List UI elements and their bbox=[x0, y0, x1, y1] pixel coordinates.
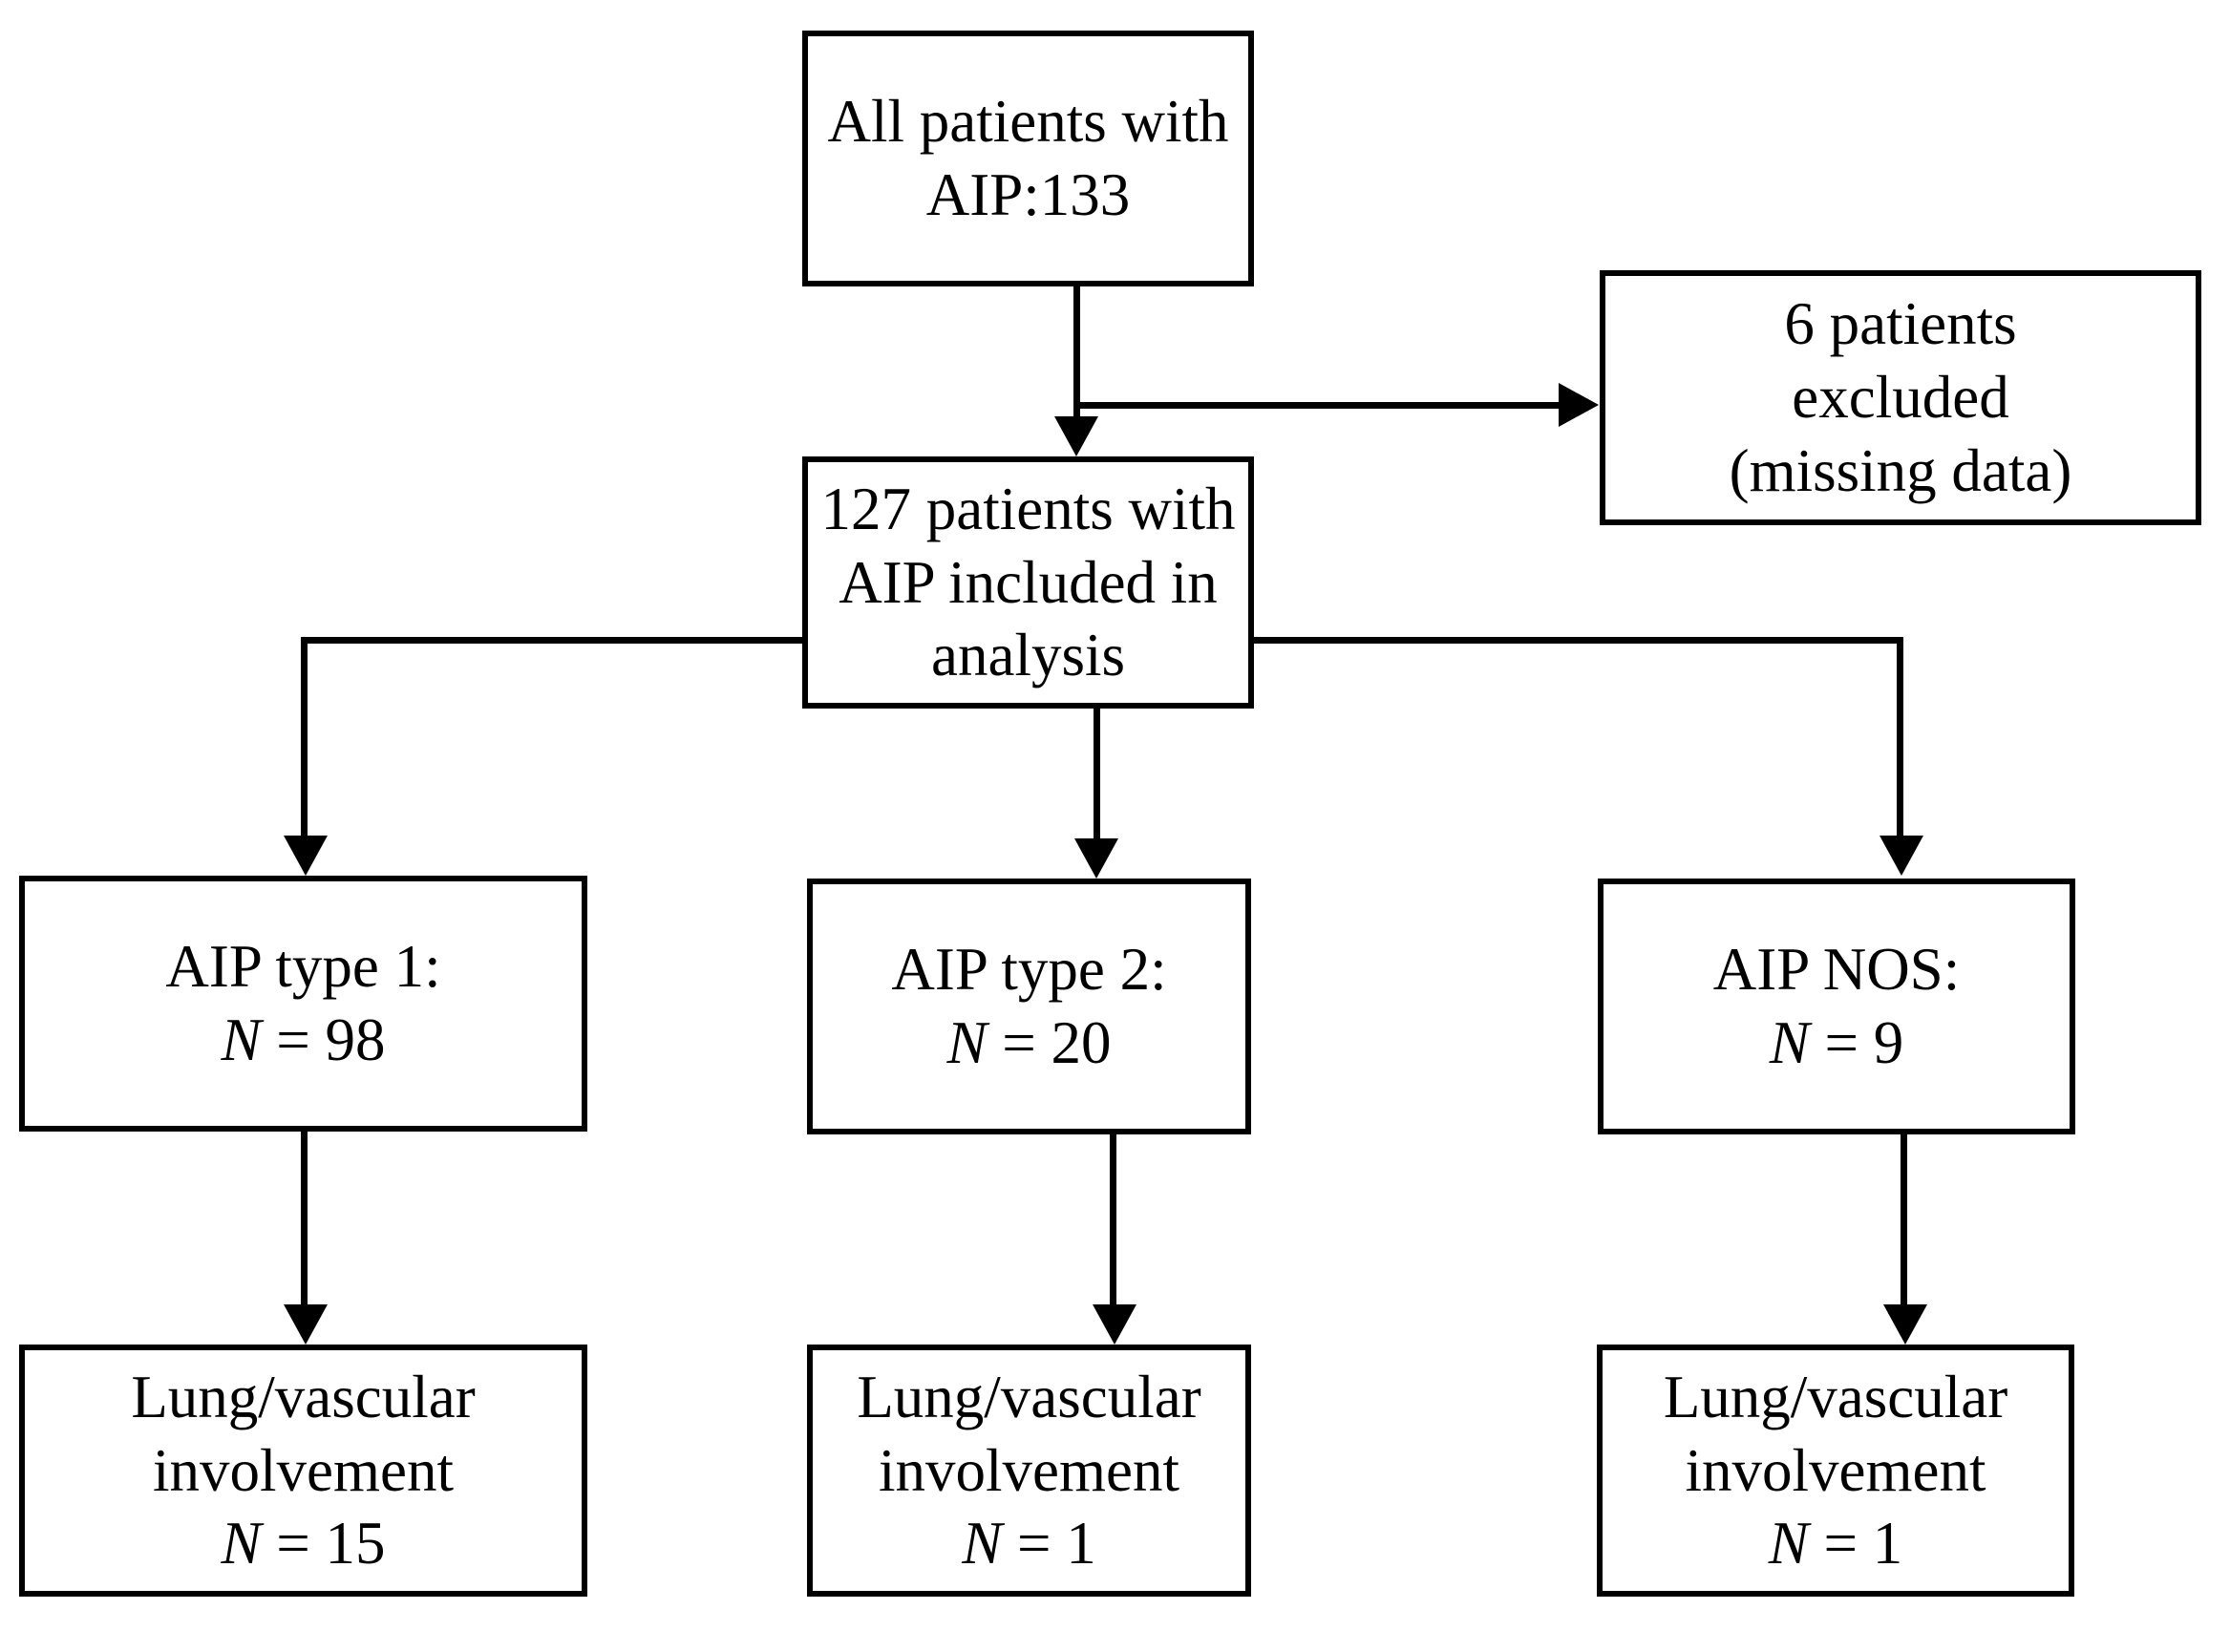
node-aip-type-1-label: AIP type 1: bbox=[165, 933, 441, 1001]
n-symbol: N bbox=[1768, 1510, 1809, 1578]
arrowhead-included-to-type2 bbox=[1074, 838, 1118, 879]
node-aip-type-2-count: N = 20 bbox=[946, 1006, 1111, 1080]
node-aip-nos[interactable]: AIP NOS: N = 9 bbox=[1598, 879, 2075, 1134]
node-lung-vascular-type-1-line-1: Lung/vascular bbox=[131, 1363, 476, 1430]
node-included[interactable]: 127 patients with AIP included in analys… bbox=[802, 456, 1254, 709]
node-lung-vascular-nos-line-1: Lung/vascular bbox=[1663, 1363, 2008, 1430]
n-value: = 1 bbox=[1808, 1510, 1903, 1578]
edge-type1-to-lv1-vertical bbox=[301, 1132, 308, 1308]
node-lung-vascular-nos[interactable]: Lung/vascular involvement N = 1 bbox=[1597, 1345, 2074, 1597]
n-symbol: N bbox=[962, 1510, 1003, 1578]
n-symbol: N bbox=[221, 1006, 262, 1073]
n-value: = 1 bbox=[1002, 1510, 1096, 1578]
arrowhead-all-to-included bbox=[1054, 416, 1098, 456]
node-lung-vascular-type-2-line-2: involvement bbox=[879, 1436, 1179, 1504]
n-value: = 20 bbox=[987, 1009, 1112, 1076]
node-excluded-line-2: excluded bbox=[1792, 364, 2009, 432]
node-aip-type-2[interactable]: AIP type 2: N = 20 bbox=[807, 879, 1251, 1134]
arrowhead-all-to-excluded bbox=[1559, 383, 1599, 427]
edge-type2-to-lv2-vertical bbox=[1110, 1134, 1116, 1308]
arrowhead-nos-to-lv3 bbox=[1883, 1304, 1927, 1345]
edge-included-to-type1-vertical bbox=[301, 637, 308, 839]
edge-all-to-excluded-horizontal bbox=[1073, 402, 1562, 409]
node-lung-vascular-type-2-line-1: Lung/vascular bbox=[857, 1363, 1201, 1430]
edge-included-to-nos-vertical bbox=[1897, 637, 1903, 839]
edge-nos-to-lv3-vertical bbox=[1901, 1134, 1907, 1308]
edge-included-to-type1-horizontal bbox=[301, 637, 805, 644]
node-lung-vascular-type-1-count: N = 15 bbox=[221, 1507, 385, 1580]
arrowhead-included-to-type1 bbox=[284, 836, 328, 876]
node-aip-type-1[interactable]: AIP type 1: N = 98 bbox=[19, 876, 587, 1132]
edge-included-to-type2-vertical bbox=[1094, 709, 1100, 842]
node-lung-vascular-type-2[interactable]: Lung/vascular involvement N = 1 bbox=[807, 1345, 1251, 1597]
node-lung-vascular-type-2-count: N = 1 bbox=[962, 1507, 1096, 1580]
node-all-patients-line-2: AIP:133 bbox=[925, 161, 1131, 228]
node-aip-type-1-count: N = 98 bbox=[221, 1004, 385, 1077]
edge-included-to-nos-horizontal bbox=[1251, 637, 1903, 644]
n-value: = 9 bbox=[1809, 1009, 1904, 1076]
node-lung-vascular-nos-count: N = 1 bbox=[1769, 1507, 1903, 1580]
edge-all-to-included-vertical bbox=[1073, 286, 1080, 420]
n-symbol: N bbox=[946, 1009, 988, 1076]
arrowhead-included-to-nos bbox=[1880, 836, 1923, 876]
n-symbol: N bbox=[1769, 1009, 1810, 1076]
node-excluded[interactable]: 6 patients excluded (missing data) bbox=[1600, 270, 2201, 525]
node-aip-nos-count: N = 9 bbox=[1770, 1006, 1904, 1080]
node-included-line-2: AIP included in bbox=[839, 548, 1218, 616]
node-excluded-line-1: 6 patients bbox=[1784, 290, 2017, 358]
node-lung-vascular-type-1[interactable]: Lung/vascular involvement N = 15 bbox=[19, 1345, 587, 1597]
node-all-patients-line-1: All patients with bbox=[827, 88, 1229, 156]
node-aip-nos-label: AIP NOS: bbox=[1712, 936, 1961, 1004]
node-all-patients[interactable]: All patients with AIP:133 bbox=[802, 31, 1254, 286]
arrowhead-type1-to-lv1 bbox=[284, 1304, 328, 1345]
node-lung-vascular-nos-line-2: involvement bbox=[1685, 1436, 1986, 1504]
n-value: = 15 bbox=[261, 1510, 386, 1578]
node-included-line-3: analysis bbox=[931, 622, 1125, 689]
n-symbol: N bbox=[221, 1510, 262, 1578]
node-excluded-line-3: (missing data) bbox=[1729, 436, 2072, 504]
node-aip-type-2-label: AIP type 2: bbox=[891, 936, 1167, 1004]
n-value: = 98 bbox=[261, 1006, 386, 1073]
node-lung-vascular-type-1-line-2: involvement bbox=[153, 1436, 454, 1504]
arrowhead-type2-to-lv2 bbox=[1093, 1304, 1136, 1345]
node-included-line-1: 127 patients with bbox=[820, 475, 1236, 542]
